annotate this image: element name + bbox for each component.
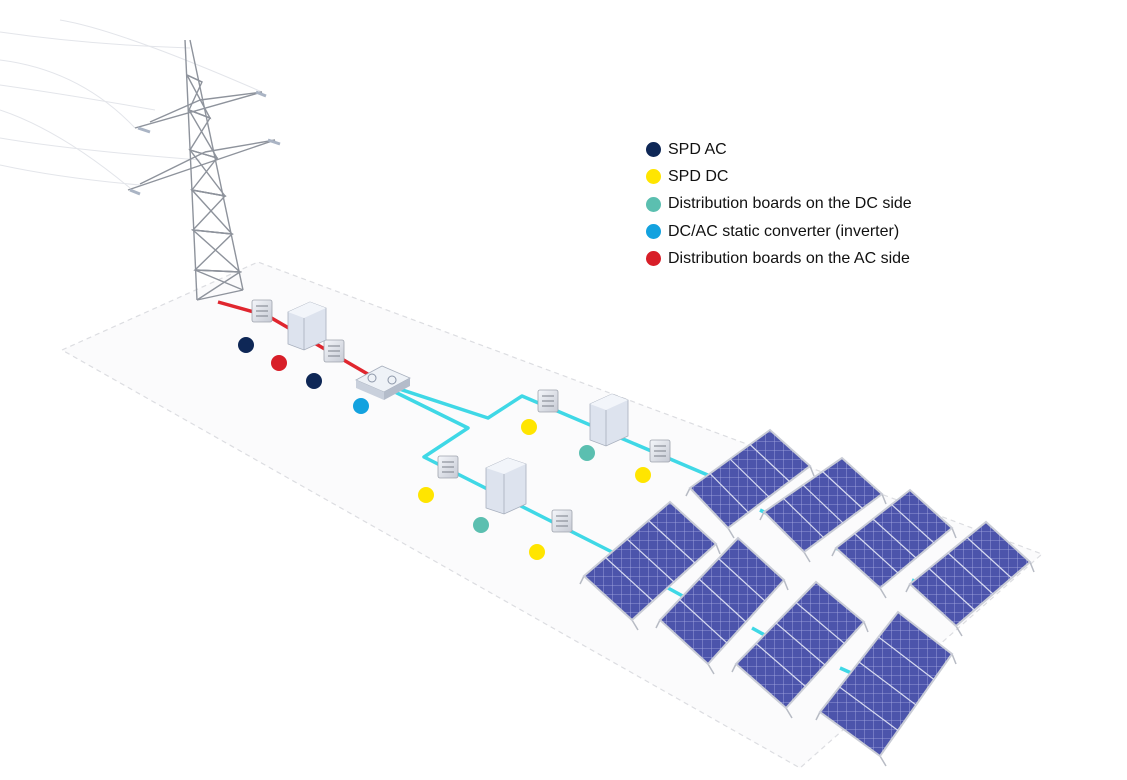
solar-panel-divider — [718, 558, 766, 602]
legend-item-dc-board: Distribution boards on the DC side — [646, 191, 912, 218]
solar-panel-divider — [775, 622, 826, 666]
legend-item-spd-ac: SPD AC — [646, 136, 912, 163]
dc-markers — [418, 419, 651, 560]
solar-panel-divider — [947, 552, 994, 595]
solar-panel-divider — [839, 686, 899, 731]
solar-panel-divider — [854, 533, 899, 574]
solar-panel-divider — [679, 599, 728, 644]
spd-ac-marker — [306, 373, 322, 389]
solar-panel-divider — [802, 484, 844, 524]
solar-panel-support — [759, 493, 887, 563]
spd-dc-unit-2 — [649, 439, 671, 463]
solar-panel-icon — [734, 580, 866, 710]
solar-panel-support — [815, 653, 957, 767]
solar-panel-divider — [605, 557, 654, 602]
spd-ac-unit-1 — [251, 299, 273, 323]
solar-panel-divider — [858, 661, 917, 706]
dc-distribution-board-2 — [485, 457, 527, 515]
inverter-marker — [353, 398, 369, 414]
solar-panel-support — [831, 527, 957, 599]
solar-panel-support — [579, 543, 721, 631]
solar-panel-support — [655, 579, 789, 675]
solar-panel-icon — [582, 500, 718, 622]
transmission-tower-icon — [127, 39, 281, 301]
solar-panel-divider — [749, 444, 790, 482]
solar-panel-divider — [878, 636, 935, 680]
solar-panel-divider — [795, 602, 845, 644]
legend-label-dc-board: Distribution boards on the DC side — [668, 195, 912, 213]
power-lines — [0, 19, 263, 189]
legend-item-inverter: DC/AC static converter (inverter) — [646, 218, 912, 245]
solar-panel-divider — [928, 568, 975, 611]
spd-dc-marker — [529, 544, 545, 560]
solar-panel-divider — [891, 504, 935, 544]
spd-dc-marker — [635, 467, 651, 483]
spd-ac-marker — [238, 337, 254, 353]
inverter-icon — [355, 365, 411, 400]
legend-dot-ac-board — [646, 251, 661, 267]
legend-label-spd-dc: SPD DC — [668, 167, 729, 185]
dc-distribution-board-1 — [589, 393, 629, 447]
legend: SPD AC SPD DC Distribution boards on the… — [646, 136, 912, 272]
dc-board-marker — [473, 517, 489, 533]
solar-panel-support — [731, 621, 869, 719]
legend-item-spd-dc: SPD DC — [646, 163, 912, 190]
solar-panel-divider — [709, 473, 749, 513]
legend-label-ac-board: Distribution boards on the AC side — [668, 249, 910, 267]
solar-panel-divider — [822, 471, 863, 509]
solar-panel-support — [685, 465, 815, 539]
solar-panel-divider — [729, 458, 770, 498]
spd-dc-unit-3 — [437, 455, 459, 479]
solar-panel-divider — [966, 537, 1012, 579]
legend-dot-dc-board — [646, 196, 661, 212]
spd-dc-unit-1 — [537, 389, 559, 413]
solar-panel-icon — [762, 456, 884, 554]
legend-label-spd-ac: SPD AC — [668, 140, 727, 158]
legend-label-inverter: DC/AC static converter (inverter) — [668, 222, 900, 240]
legend-item-ac-board: Distribution boards on the AC side — [646, 245, 912, 272]
spd-ac-unit-2 — [323, 339, 345, 363]
solar-panel-icon — [908, 520, 1032, 628]
solar-panel-icon — [658, 536, 786, 666]
solar-panel-divider — [783, 498, 824, 538]
spd-dc-marker — [521, 419, 537, 435]
solar-panel-divider — [626, 538, 675, 583]
ac-distribution-board — [287, 301, 327, 351]
legend-dot-inverter — [646, 224, 661, 240]
solar-panel-array — [579, 428, 1035, 767]
ac-markers — [238, 337, 369, 414]
solar-panel-divider — [755, 643, 806, 687]
solar-panel-icon — [818, 610, 954, 758]
legend-dot-spd-ac — [646, 142, 661, 158]
solar-panel-icon — [834, 488, 954, 590]
dc-board-marker — [579, 445, 595, 461]
ac-board-marker — [271, 355, 287, 371]
spd-dc-unit-4 — [551, 509, 573, 533]
solar-panel-divider — [698, 578, 747, 623]
legend-dot-spd-dc — [646, 169, 661, 185]
spd-dc-marker — [418, 487, 434, 503]
solar-panel-divider — [872, 518, 917, 559]
solar-panel-divider — [648, 520, 696, 564]
solar-panel-support — [905, 561, 1035, 637]
